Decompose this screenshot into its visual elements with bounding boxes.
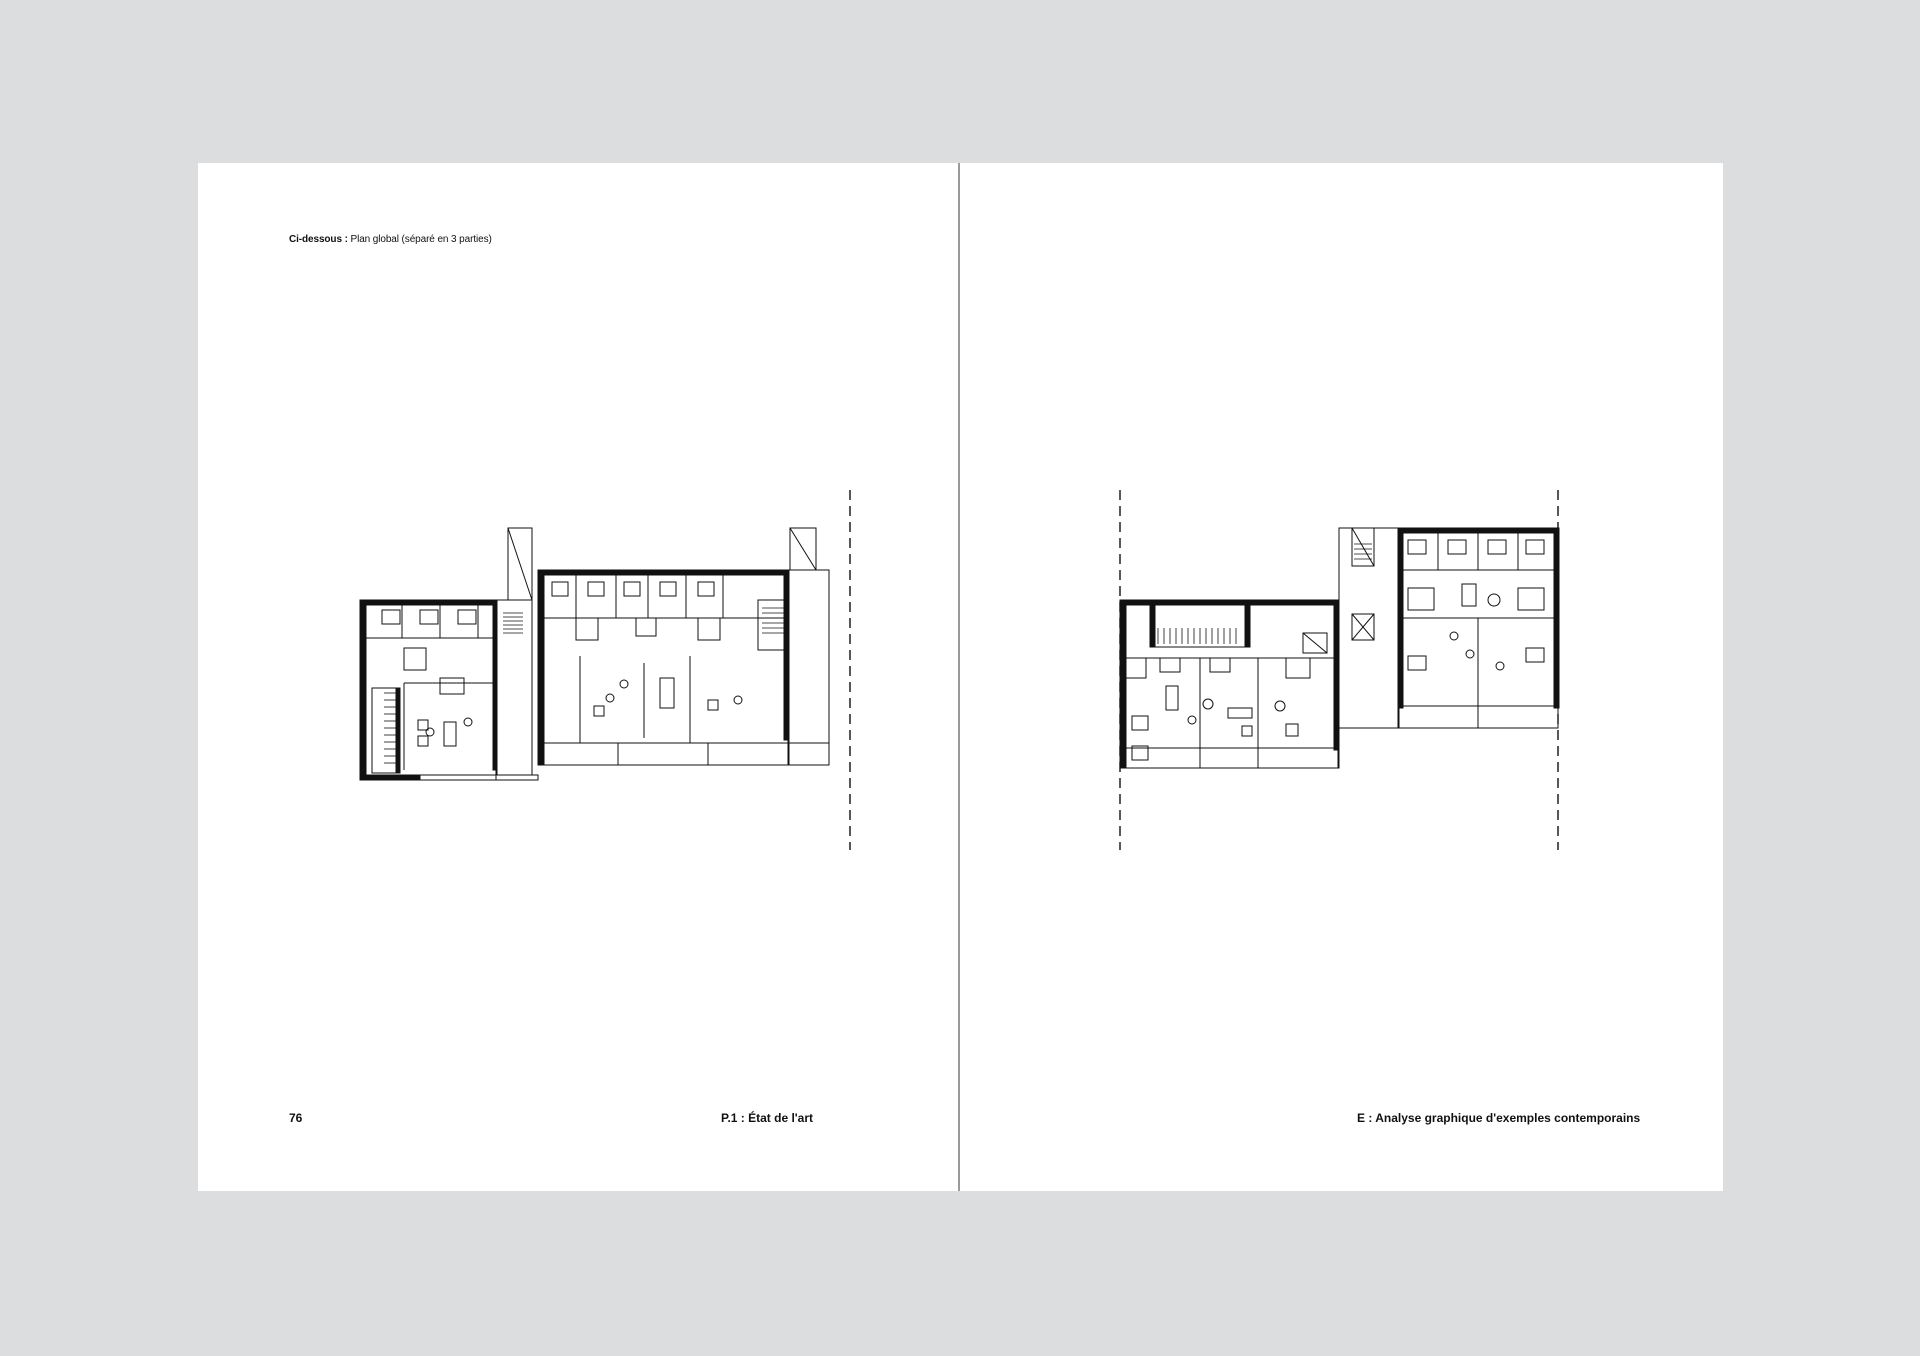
floor-plan-left xyxy=(348,488,868,853)
floor-plan-right xyxy=(1108,488,1568,853)
page-gutter xyxy=(958,163,960,1191)
figure-caption: Ci-dessous : Plan global (séparé en 3 pa… xyxy=(289,234,492,245)
left-running-title: P.1 : État de l'art xyxy=(721,1111,813,1125)
book-spread: Ci-dessous : Plan global (séparé en 3 pa… xyxy=(198,163,1723,1191)
caption-lead: Ci-dessous : xyxy=(289,234,348,245)
right-running-title: E : Analyse graphique d'exemples contemp… xyxy=(1357,1111,1641,1125)
page-number: 76 xyxy=(289,1111,303,1125)
caption-text: Plan global (séparé en 3 parties) xyxy=(350,234,492,245)
